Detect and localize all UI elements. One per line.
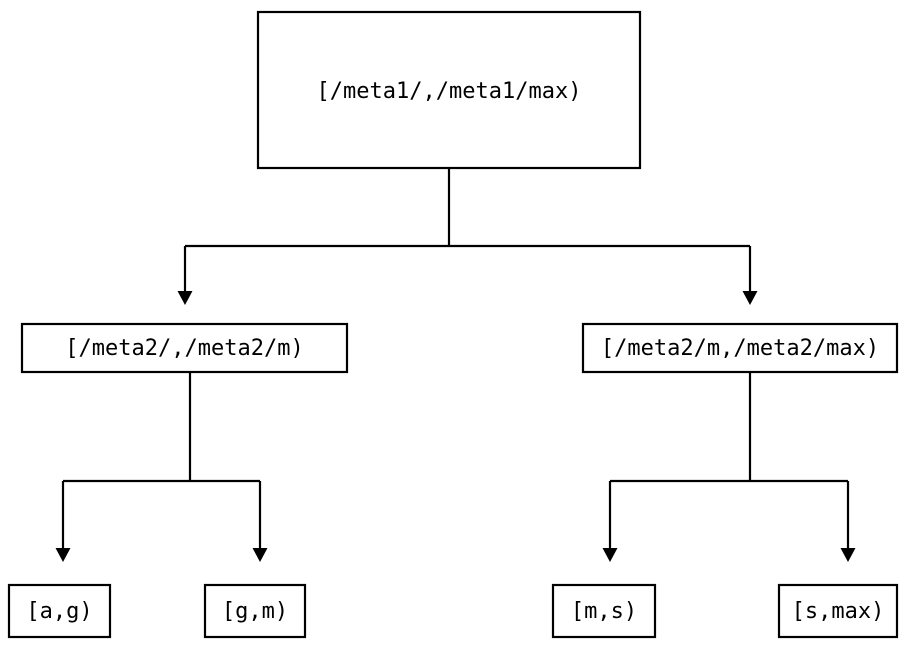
- node-leaf-ag-label: [a,g): [26, 599, 92, 624]
- node-mid-right[interactable]: [/meta2/m,/meta2/max): [581, 322, 899, 374]
- arrowhead-root-to-mid-right: [742, 291, 758, 305]
- node-leaf-gm[interactable]: [g,m): [203, 583, 307, 639]
- node-leaf-smax-label: [s,max): [792, 599, 885, 624]
- node-leaf-ms-box[interactable]: [551, 583, 657, 639]
- edge-group-root-to-middle: [177, 168, 758, 305]
- edge-group-midright-to-leaves: [602, 372, 856, 562]
- arrowhead-mid-right-to-ms: [602, 548, 618, 562]
- node-mid-right-label: [/meta2/m,/meta2/max): [601, 336, 879, 361]
- node-root-box[interactable]: [256, 10, 642, 170]
- node-mid-left[interactable]: [/meta2/,/meta2/m): [20, 322, 349, 374]
- node-root[interactable]: [/meta1/,/meta1/max): [256, 10, 642, 170]
- arrowhead-mid-left-to-ag: [55, 548, 71, 562]
- arrowhead-mid-right-to-smax: [840, 548, 856, 562]
- node-leaf-smax-box[interactable]: [777, 583, 899, 639]
- node-leaf-ag[interactable]: [a,g): [7, 583, 112, 639]
- edge-group-midleft-to-leaves: [55, 372, 268, 562]
- node-leaf-gm-label: [g,m): [222, 599, 288, 624]
- node-mid-left-box[interactable]: [20, 322, 349, 374]
- node-leaf-ms[interactable]: [m,s): [551, 583, 657, 639]
- node-root-label: [/meta1/,/meta1/max): [317, 79, 582, 104]
- node-leaf-ag-box[interactable]: [7, 583, 112, 639]
- node-mid-right-box[interactable]: [581, 322, 899, 374]
- arrowhead-root-to-mid-left: [177, 291, 193, 305]
- node-leaf-ms-label: [m,s): [571, 599, 637, 624]
- node-leaf-gm-box[interactable]: [203, 583, 307, 639]
- node-mid-left-label: [/meta2/,/meta2/m): [65, 336, 303, 361]
- node-leaf-smax[interactable]: [s,max): [777, 583, 899, 639]
- arrowhead-mid-left-to-gm: [252, 548, 268, 562]
